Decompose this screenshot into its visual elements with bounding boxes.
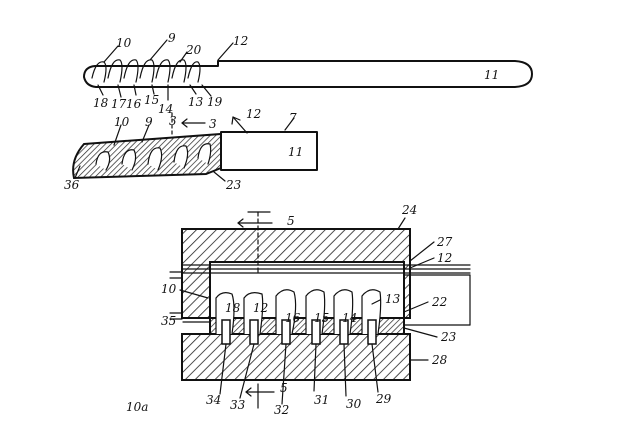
ref-36: 36 (64, 178, 80, 192)
ref-12-bot: 12 (437, 251, 452, 265)
ref-14-in: 14 (342, 311, 357, 325)
ref-9-mid: 9 (145, 115, 153, 129)
reference-numerals: 10 9 20 12 11 18 17 16 15 14 13 19 10 9 … (64, 31, 499, 417)
ref-10-mid: 10 (114, 115, 130, 129)
ref-18-in: 18 (225, 301, 241, 315)
ref-10a: 10a (126, 400, 148, 414)
ref-3-left: 3 (169, 114, 177, 128)
section-marks (237, 211, 275, 409)
toothbrush-side-view (83, 39, 533, 101)
ref-17: 17 (111, 97, 127, 111)
bristle-tufts (91, 59, 201, 83)
handle-plates (181, 264, 471, 326)
ref-16: 16 (126, 97, 142, 111)
ref-23-bot: 23 (440, 330, 457, 344)
ref-31: 31 (314, 393, 329, 407)
ref-19: 19 (207, 95, 223, 109)
ref-15: 15 (144, 93, 159, 107)
ref-5-top: 5 (287, 214, 295, 228)
ref-14-top: 14 (158, 102, 173, 116)
leaders-fig2 (74, 124, 226, 182)
ref-35: 35 (161, 314, 176, 328)
ref-5-bot: 5 (280, 381, 288, 395)
side-pins (169, 271, 183, 320)
handle-outline (204, 60, 533, 88)
ref-11-top: 11 (484, 68, 499, 82)
ref-33: 33 (230, 398, 246, 412)
ref-10-bot: 10 (161, 282, 177, 296)
ref-16-in: 16 (285, 311, 301, 325)
mould-section-view (169, 211, 471, 409)
leaders-fig1 (97, 39, 234, 101)
ref-32: 32 (274, 403, 289, 417)
ref-24: 24 (401, 203, 417, 217)
ref-10-top: 10 (116, 36, 132, 50)
ref-11-mid: 11 (288, 145, 303, 159)
ref-18: 18 (93, 96, 109, 110)
ref-29: 29 (375, 392, 392, 406)
tuft-sections (95, 143, 212, 171)
ref-9-top: 9 (168, 31, 176, 45)
head-section-view (72, 112, 318, 182)
ref-12-mid: 12 (246, 107, 261, 121)
ref-12-top: 12 (233, 34, 248, 48)
ref-15-in: 15 (314, 311, 329, 325)
ref-3-right: 3 (209, 117, 217, 131)
ref-30: 30 (346, 397, 362, 411)
ref-23-mid: 23 (225, 178, 242, 192)
ref-34: 34 (206, 393, 221, 407)
ref-13-bot: 13 (385, 292, 401, 306)
ref-22: 22 (431, 295, 447, 309)
ref-27: 27 (436, 235, 453, 249)
ref-12-in: 12 (253, 301, 268, 315)
ref-13-top: 13 (188, 95, 204, 109)
leaders-fig3 (179, 217, 438, 405)
ref-28: 28 (431, 353, 448, 367)
section-arrows (171, 112, 295, 135)
ref-7: 7 (289, 111, 297, 125)
ref-20: 20 (185, 43, 202, 57)
head-outline (83, 65, 206, 88)
